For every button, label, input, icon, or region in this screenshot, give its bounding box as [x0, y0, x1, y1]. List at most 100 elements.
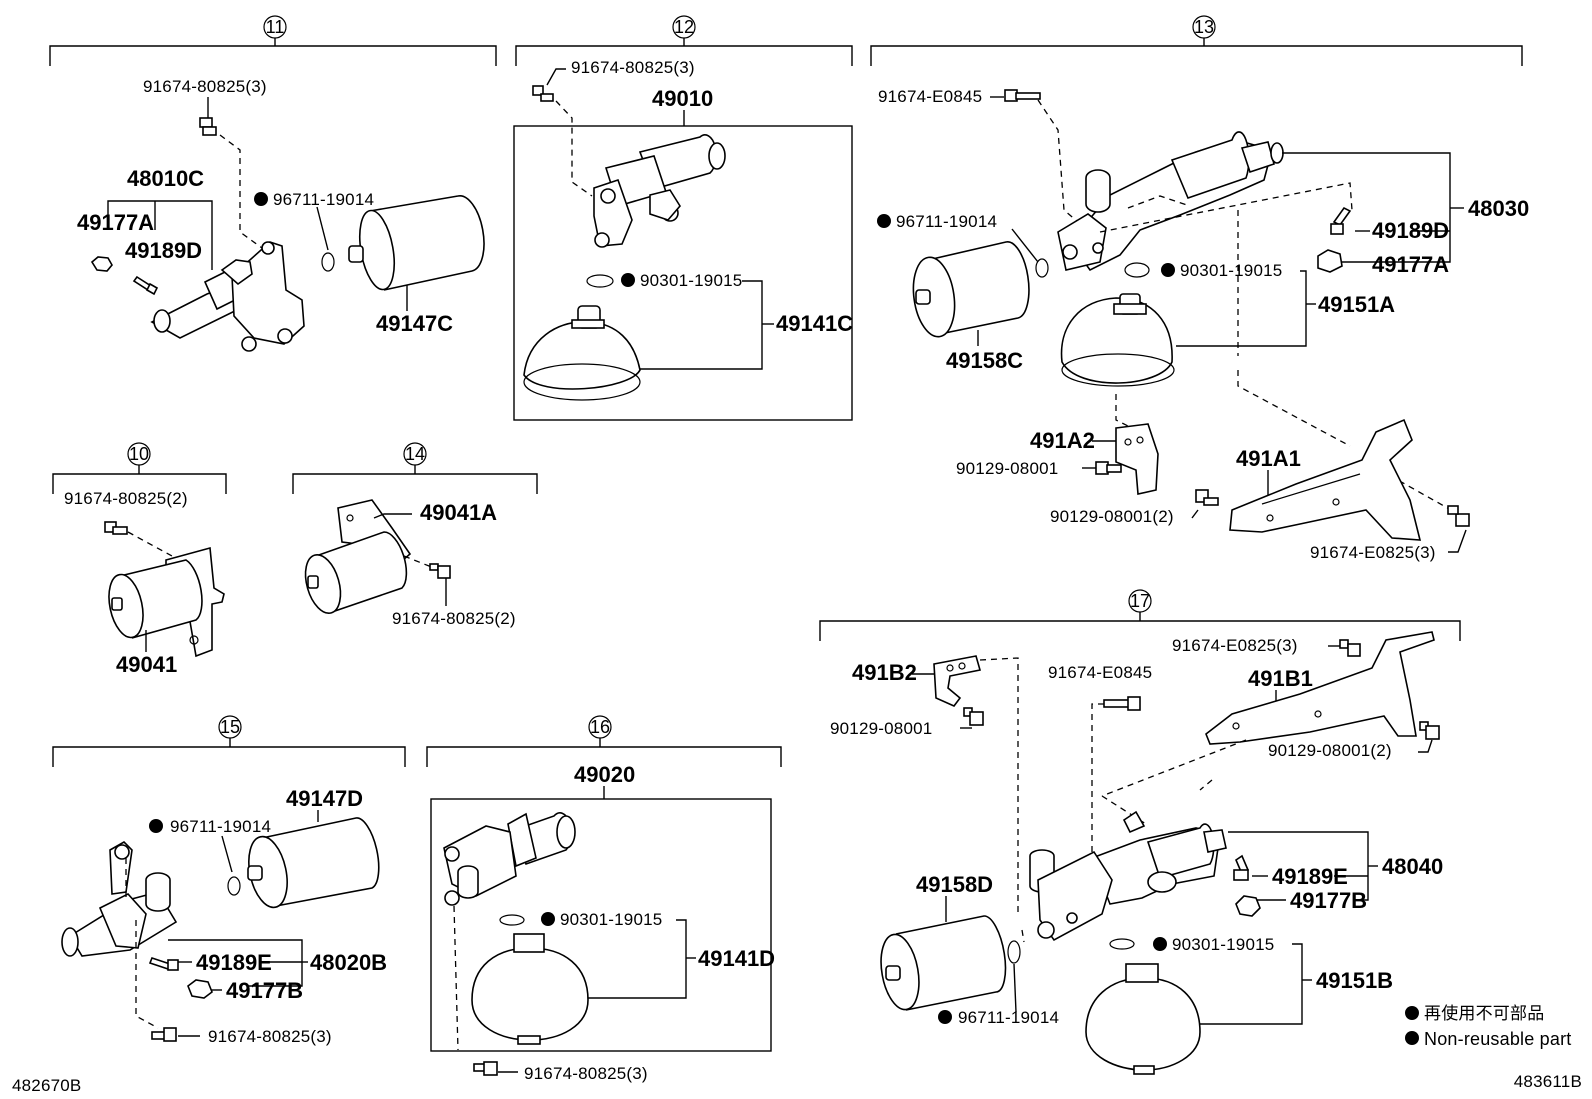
group-15: 15 49147D 96711-19014 49189E 48020B — [52, 715, 406, 1046]
part-label-assy: 49020 — [574, 762, 635, 787]
non-reusable-dot — [877, 214, 891, 228]
leader-line — [373, 513, 412, 519]
filter-part-49158D — [880, 915, 1007, 1011]
non-reusable-dot — [938, 1010, 952, 1024]
group-number: 16 — [590, 717, 610, 737]
part-label-bolt-br2: 90129-08001 — [830, 719, 932, 738]
pump-assembly-48020B — [61, 841, 178, 957]
leader-bracket — [1176, 270, 1307, 347]
bracket-dashed-line — [979, 657, 1025, 943]
bolt-part — [473, 1061, 498, 1076]
group-number: 10 — [129, 444, 149, 464]
filter-part-49147C — [348, 195, 485, 291]
non-reusable-dot — [621, 273, 635, 287]
group-bracket — [515, 38, 853, 66]
group-17: 17 91674-E0825(3) 491B2 90129-08001 9167… — [819, 589, 1461, 1075]
leader-bracket — [168, 939, 303, 987]
small-cap-part — [1235, 895, 1261, 917]
part-label-acc: 49151A — [1318, 292, 1395, 317]
valve-assembly-49020 — [443, 812, 576, 906]
small-cap-part — [187, 979, 213, 999]
o-ring-part — [321, 252, 335, 272]
group-number: 11 — [266, 17, 285, 37]
pump-assembly-48010C — [150, 241, 305, 352]
o-ring-part — [227, 876, 241, 896]
group-11: 11 91674-80825(3) 48010C 49177A 49189D — [49, 15, 497, 352]
part-label-d: 49189D — [125, 238, 202, 263]
bolt-part — [429, 563, 451, 579]
group-12: 12 91674-80825(3) 49010 90301-19015 4914… — [513, 15, 853, 421]
group-number: 14 — [405, 444, 425, 464]
footer-right-code: 483611B — [1514, 1072, 1582, 1091]
leader-bracket — [1186, 943, 1303, 1025]
o-ring-part — [586, 274, 614, 288]
accumulator-part-49141D — [471, 933, 589, 1045]
group-bracket — [52, 738, 406, 767]
part-label-e: 49189E — [1272, 864, 1348, 889]
legend: 再使用不可部品 Non-reusable part — [1405, 1003, 1571, 1049]
bracket-part-491B2 — [933, 655, 982, 707]
non-reusable-dot — [541, 912, 555, 926]
pump-motor-part — [108, 559, 203, 639]
part-label-acc: 49141C — [776, 311, 853, 336]
assembly-dashed-line — [453, 905, 459, 1051]
leader-line — [1011, 228, 1039, 263]
part-label-filter: 49147D — [286, 786, 363, 811]
part-label-b: 49177B — [226, 978, 303, 1003]
part-label-assy: 48040 — [1382, 854, 1443, 879]
pump-assembly-48040 — [1029, 810, 1227, 942]
non-reusable-dot — [1405, 1031, 1419, 1045]
part-label-assy: 48030 — [1468, 196, 1529, 221]
part-label-br1: 491A1 — [1236, 446, 1301, 471]
group-number: 17 — [1130, 591, 1150, 611]
part-label-bolt: 91674-80825(2) — [392, 609, 516, 628]
part-label-bolt: 91674-80825(3) — [571, 58, 695, 77]
assembly-dashed-line — [127, 531, 173, 557]
pump-assembly-48030 — [1057, 131, 1284, 272]
non-reusable-dot — [149, 819, 163, 833]
part-label-a: 49177A — [77, 210, 154, 235]
group-bracket — [52, 465, 227, 494]
bolt-part — [532, 85, 554, 102]
part-label-assy: 48010C — [127, 166, 204, 191]
group-bracket — [819, 612, 1461, 641]
bleeder-screw-part — [1233, 854, 1249, 881]
group-number: 13 — [1194, 17, 1214, 37]
bolt-part — [1339, 639, 1361, 657]
bolt-part — [1447, 505, 1470, 527]
bolt-part — [1095, 461, 1122, 475]
small-cap-part — [1317, 249, 1343, 273]
part-label-filter: 49158C — [946, 348, 1023, 373]
leader-bracket — [1282, 152, 1451, 263]
leader-line — [1191, 509, 1199, 519]
assembly-dashed-line — [219, 134, 263, 249]
part-label-oring: 96711-19014 — [273, 190, 374, 209]
bracket-part-491B1 — [1205, 631, 1435, 745]
group-number: 12 — [674, 17, 694, 37]
leader-bracket — [610, 280, 763, 370]
bolt-part — [199, 117, 217, 136]
non-reusable-dot — [1405, 1006, 1419, 1020]
group-10: 10 91674-80825(2) 49041 — [52, 442, 227, 677]
part-label-filter: 49147C — [376, 311, 453, 336]
o-ring-part — [1109, 938, 1135, 950]
leader-line — [1418, 739, 1433, 753]
o-ring-part — [1007, 940, 1021, 964]
leader-line — [546, 68, 566, 86]
bleeder-screw-part — [132, 275, 159, 296]
small-cap-part — [90, 256, 113, 272]
group-bracket — [426, 738, 782, 767]
assembly-dashed-line — [403, 555, 435, 569]
bracket-dashed-line — [1199, 779, 1213, 791]
bracket-part-491A1 — [1229, 418, 1422, 541]
part-label-br2: 491B2 — [852, 660, 917, 685]
footer-left-code: 482670B — [12, 1076, 81, 1095]
group-number: 15 — [220, 717, 240, 737]
valve-assembly-49010 — [593, 134, 726, 248]
part-label-bolt-br1: 90129-08001(2) — [1268, 741, 1392, 760]
part-label-oring: 90301-19015 — [560, 910, 662, 929]
part-label-oring-left: 96711-19014 — [896, 212, 997, 231]
part-label-br2: 491A2 — [1030, 428, 1095, 453]
leader-bracket — [574, 919, 687, 999]
accumulator-part-49151B — [1085, 963, 1201, 1075]
